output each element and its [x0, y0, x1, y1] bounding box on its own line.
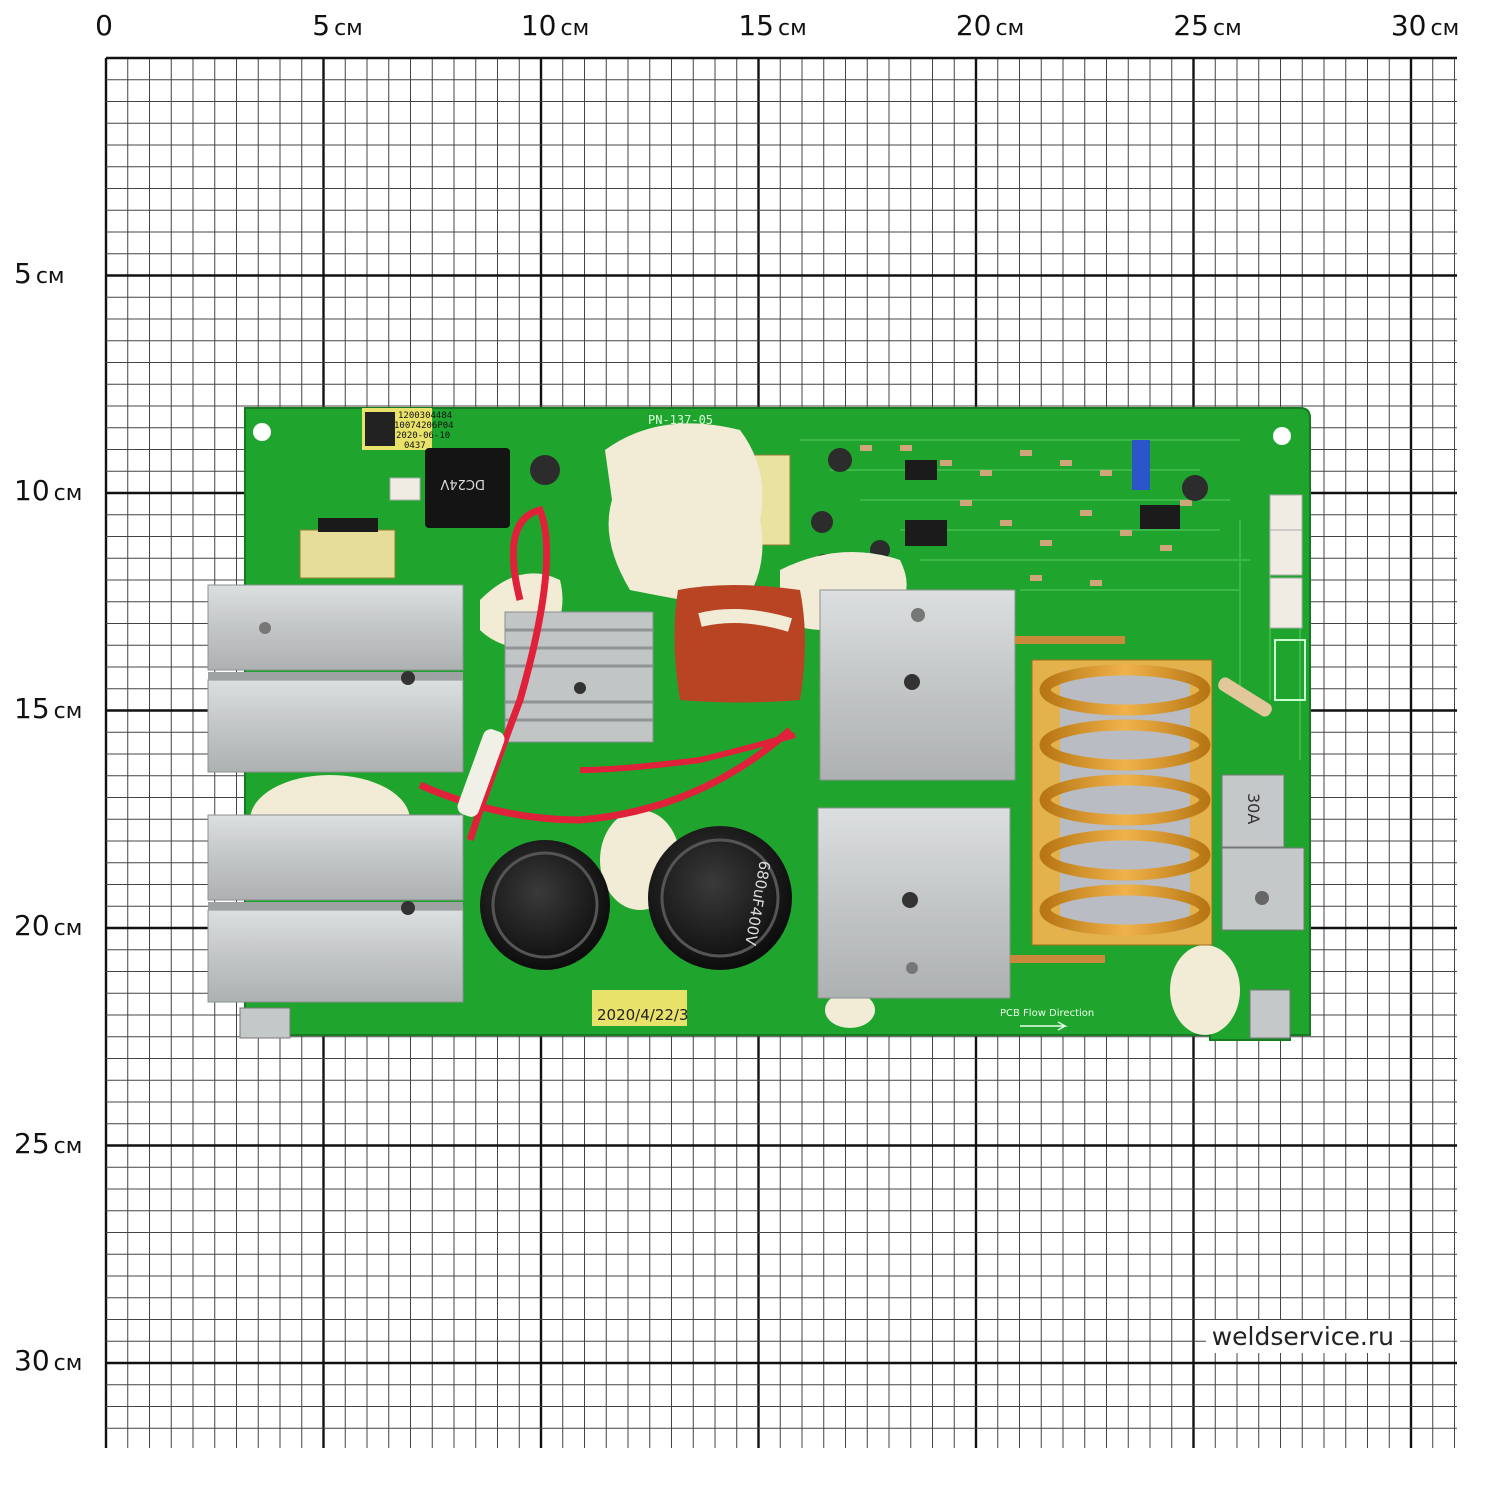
small-cap	[811, 511, 833, 533]
date-sticker-text: 2020/4/22/3	[597, 1006, 689, 1024]
mount-hole	[253, 423, 271, 441]
terminal	[239, 1007, 291, 1039]
connector	[1269, 529, 1303, 576]
heatsink-left-bottom	[207, 814, 464, 1003]
output-inductor	[1031, 659, 1213, 946]
svg-text:1200304484: 1200304484	[398, 411, 452, 421]
connector	[389, 477, 421, 501]
copper-bar	[1015, 636, 1125, 644]
shunt-bracket	[1221, 774, 1285, 848]
power-resistor	[1218, 677, 1272, 717]
x-axis-label: 0	[95, 9, 113, 42]
mount-hole	[1273, 427, 1291, 445]
red-wire	[579, 732, 796, 773]
date-sticker	[592, 990, 687, 1026]
trimmer	[1132, 440, 1150, 490]
terminal	[1249, 989, 1291, 1039]
shunt-plate	[1221, 847, 1305, 931]
watermark: weldservice.ru	[1205, 1320, 1400, 1353]
bulk-capacitor-2: 680uF400V	[648, 826, 792, 970]
sticker-text: 1200304484 10074206P04 2020-06-10 0437	[394, 411, 454, 451]
relay	[425, 448, 510, 528]
aux-transformer	[299, 529, 396, 579]
svg-text:0437: 0437	[404, 441, 426, 451]
connector-header	[1274, 639, 1306, 701]
ic-chip	[905, 520, 947, 546]
ic-chip	[1140, 505, 1180, 529]
fuse-label: 30A	[1244, 793, 1263, 824]
heatsink-center-top	[819, 589, 1016, 781]
small-cap	[530, 455, 560, 485]
wire-terminal	[457, 729, 505, 817]
connector	[1269, 577, 1303, 629]
svg-text:2020-06-10: 2020-06-10	[396, 431, 450, 441]
film-capacitor	[674, 585, 805, 703]
svg-text:10074206P04: 10074206P04	[394, 421, 454, 431]
ic-chip	[905, 460, 937, 480]
flow-direction-text: PCB Flow Direction	[1000, 1008, 1094, 1019]
bulk-capacitor-1	[480, 840, 610, 970]
heatsink-center-bottom	[817, 807, 1011, 999]
small-cap	[1182, 475, 1208, 501]
qr-code	[365, 412, 395, 446]
heatsink-left-top	[207, 584, 464, 773]
small-cap	[828, 448, 852, 472]
relay-marking: DC24V	[440, 476, 485, 491]
copper-bar	[1010, 955, 1105, 963]
red-wire	[466, 505, 551, 842]
